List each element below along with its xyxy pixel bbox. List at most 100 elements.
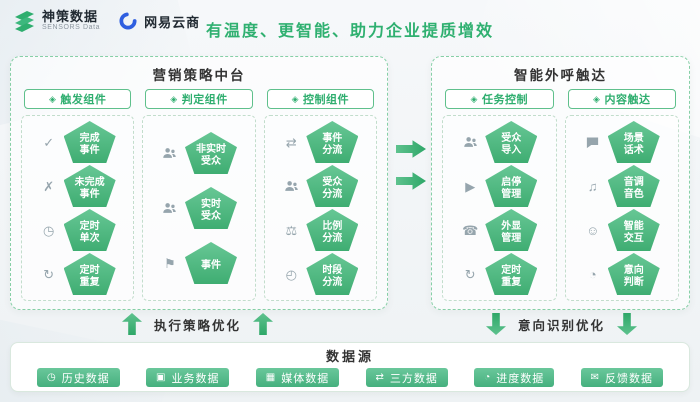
marketing-platform-panel: 营销策略中台 ◈触发组件✓完成 事件✗未完成 事件◷定时 单次↻定时 重复◈判定… [10,56,388,310]
component-label: 受众 分流 [306,165,359,207]
datasource-badge: ⇄三方数据 [365,368,448,387]
sensors-logo-subtitle: SENSORS Data [42,24,101,32]
header-logos: 神策数据 SENSORS Data 网易云商 [12,9,200,33]
column-header-label: 控制组件 [303,94,350,106]
cross-document-icon: ✗ [43,178,55,194]
component-row: ◴时段 分流 [267,253,374,295]
strategy-optimization-flow: 执行策略优化 [122,313,274,335]
component-column: ◈判定组件非实时 受众实时 受众 ⚑事件 [142,89,256,301]
component-row: ◔ 意向 判断 [568,253,677,295]
component-list: 受众 导入 ▶ 启停 管理 ☎ 外显 管理↻定时 重复 [442,115,557,301]
component-row: ✓完成 事件 [24,121,131,163]
intent-recognition-label: 意向识别优化 [518,318,606,333]
audience-import-icon [461,135,479,150]
component-label: 比例 分流 [306,209,359,251]
event-flag-icon: ⚑ [164,255,176,271]
column-header-chip: ◈判定组件 [145,89,253,109]
datasource-badges: ◷历史数据 ▣业务数据 ▦ 媒体数据 ⇄三方数据 ◔进度数据 ✉ 反馈数据 [11,365,689,387]
audience-split-icon [282,179,300,194]
component-row: 受众 分流 [267,165,374,207]
arrow-up-icon [122,313,142,335]
component-label: 受众 导入 [485,121,538,163]
component-column: ◈控制组件 ⇄事件 分流受众 分流 ⚖ 比例 分流◴时段 分流 [263,89,377,301]
column-header-chip: ◈任务控制 [445,89,554,109]
component-label: 启停 管理 [485,165,538,207]
component-row: ↻定时 重复 [445,253,554,295]
phone-display-icon: ☎ [462,222,479,238]
component-label: 外显 管理 [485,209,538,251]
intent-judge-icon: ◔ [588,266,597,282]
progress-data-icon: ◔ [484,371,492,383]
component-row: 受众 导入 [445,121,554,163]
component-label: 非实时 受众 [184,132,237,174]
check-document-icon: ✓ [43,134,55,150]
history-data-icon: ◷ [47,371,57,383]
page-title: 有温度、更智能、助力企业提质增效 [205,23,494,40]
datasource-title: 数据源 [325,349,374,364]
datasource-panel: 数据源 ◷历史数据 ▣业务数据 ▦ 媒体数据 ⇄三方数据 ◔进度数据 ✉ 反馈数据 [10,342,690,392]
component-column: ◈触发组件 ✓完成 事件 ✗ 未完成 事件 ◷ 定时 单次↻定时 重复 [21,89,135,301]
component-row: ⚖ 比例 分流 [267,209,374,251]
component-row: ⇄事件 分流 [267,121,374,163]
component-row: ✗ 未完成 事件 [24,165,131,207]
datasource-badge: ◷历史数据 [37,368,120,387]
badge-label: 反馈数据 [604,372,653,385]
component-chip-icon: ◈ [291,93,300,104]
datasource-badge: ▣业务数据 [146,368,230,387]
component-row: ▶ 启停 管理 [445,165,554,207]
thirdparty-data-icon: ⇄ [375,371,385,383]
arrow-up-icon [253,313,274,335]
event-split-icon: ⇄ [285,134,297,150]
feedback-data-icon: ✉ [590,371,600,383]
audience-realtime-icon [161,201,179,216]
component-row: 非实时 受众 [145,132,252,174]
badge-label: 媒体数据 [281,372,330,385]
business-data-icon: ▣ [156,371,167,383]
sensors-logo-name: 神策数据 [42,9,99,24]
component-label: 未完成 事件 [63,165,116,207]
component-chip-icon: ◈ [48,93,57,104]
component-column: ◈任务控制受众 导入 ▶ 启停 管理 ☎ 外显 管理↻定时 重复 [442,89,557,301]
timer-once-icon: ◷ [42,222,55,238]
component-label: 意向 判断 [607,253,660,295]
sensors-logo-text: 神策数据 SENSORS Data [42,9,101,32]
component-label: 场景 话术 [607,121,660,163]
arrow-down-icon [617,313,637,335]
component-row: ☎ 外显 管理 [445,209,554,251]
component-chip-icon: ◈ [470,93,478,104]
arrow-down-icon [486,313,506,335]
flow-arrow-right-icon [396,140,426,158]
datasource-badge: ◔进度数据 [474,368,555,387]
datasource-badge: ✉ 反馈数据 [580,368,663,387]
column-header-label: 触发组件 [60,94,107,106]
outbound-columns: ◈任务控制受众 导入 ▶ 启停 管理 ☎ 外显 管理↻定时 重复 ◈ 内容触达场景 话术♫音… [432,84,689,301]
component-row: ↻定时 重复 [24,253,131,295]
component-column: ◈内容触达场景 话术♫音调 音色☺智能 交互◔意向 判断 [564,89,679,301]
outbound-panel: 智能外呼触达 ◈任务控制受众 导入▶启停 管理☎外显 管理↻定时 重复◈内容触达… [431,56,690,310]
netease-logo-name: 网易云商 [144,14,201,30]
column-header-label: 判定组件 [181,94,228,106]
component-list: 非实时 受众实时 受众 ⚑事件 [142,115,256,301]
ratio-split-icon: ⚖ [285,222,298,238]
component-label: 定时 单次 [63,209,116,251]
sensors-logo-icon [12,9,36,33]
component-list: ⇄事件 分流受众 分流 ⚖ 比例 分流◴时段 分流 [263,115,377,301]
time-split-icon: ◴ [285,266,297,282]
component-row: ◷ 定时 单次 [24,209,131,251]
component-label: 实时 受众 [184,187,237,229]
datasource-badge: ▦ 媒体数据 [255,368,340,387]
start-stop-icon: ▶ [465,178,476,194]
component-row: ☺智能 交互 [568,209,677,251]
tone-timbre-icon: ♫ [587,178,598,194]
sensors-logo: 神策数据 SENSORS Data [12,9,100,33]
intent-recognition-flow: 意向识别优化 [486,313,637,335]
timer-repeat-icon: ↻ [464,266,476,282]
netease-logo-icon [118,11,138,31]
component-row: ⚑事件 [145,242,252,284]
column-header-label: 内容触达 [604,94,651,106]
component-row: 实时 受众 [145,187,252,229]
strategy-optimization-label: 执行策略优化 [154,318,242,333]
media-data-icon: ▦ [265,371,277,383]
component-row: ♫音调 音色 [568,165,677,207]
